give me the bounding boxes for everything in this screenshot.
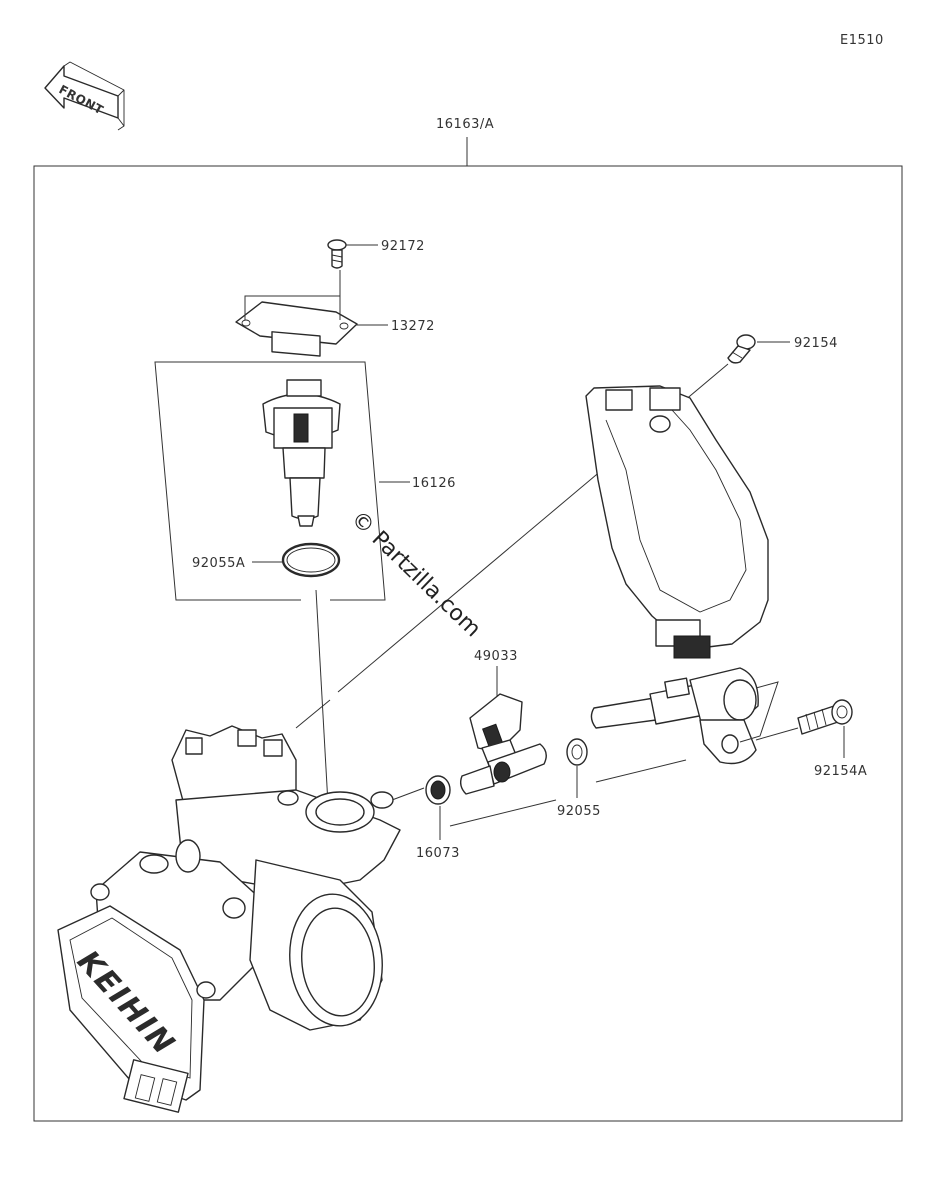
callout-92055A: 92055A xyxy=(192,556,245,571)
bolt-92154A xyxy=(797,699,853,735)
callout-16126: 16126 xyxy=(412,476,456,491)
washer-92055 xyxy=(566,738,588,766)
callout-92154A: 92154A xyxy=(814,764,867,779)
diagram-code: E1510 xyxy=(840,33,884,48)
seal-16073 xyxy=(425,775,451,805)
sensor-kit-bracket xyxy=(154,361,386,601)
fuel-joint xyxy=(590,667,759,765)
watermark: © Partzilla.com xyxy=(346,506,485,642)
front-arrow-icon xyxy=(44,61,125,131)
callout-92172: 92172 xyxy=(381,239,425,254)
sensor-16126 xyxy=(262,379,341,527)
callout-13272: 13272 xyxy=(391,319,435,334)
sensor-49033 xyxy=(459,693,547,795)
callout-92055: 92055 xyxy=(557,804,601,819)
bolt-92154 xyxy=(727,334,756,364)
callout-92154: 92154 xyxy=(794,336,838,351)
callout-49033: 49033 xyxy=(474,649,518,664)
assembly-label: 16163/A xyxy=(436,117,494,132)
throttle-body xyxy=(57,725,401,1113)
assembly-frame xyxy=(33,165,903,1122)
plate-13272 xyxy=(235,301,358,357)
cover-bracket xyxy=(585,385,769,659)
callout-16073: 16073 xyxy=(416,846,460,861)
oring-92055A xyxy=(281,542,341,578)
screw-92172 xyxy=(327,239,347,269)
